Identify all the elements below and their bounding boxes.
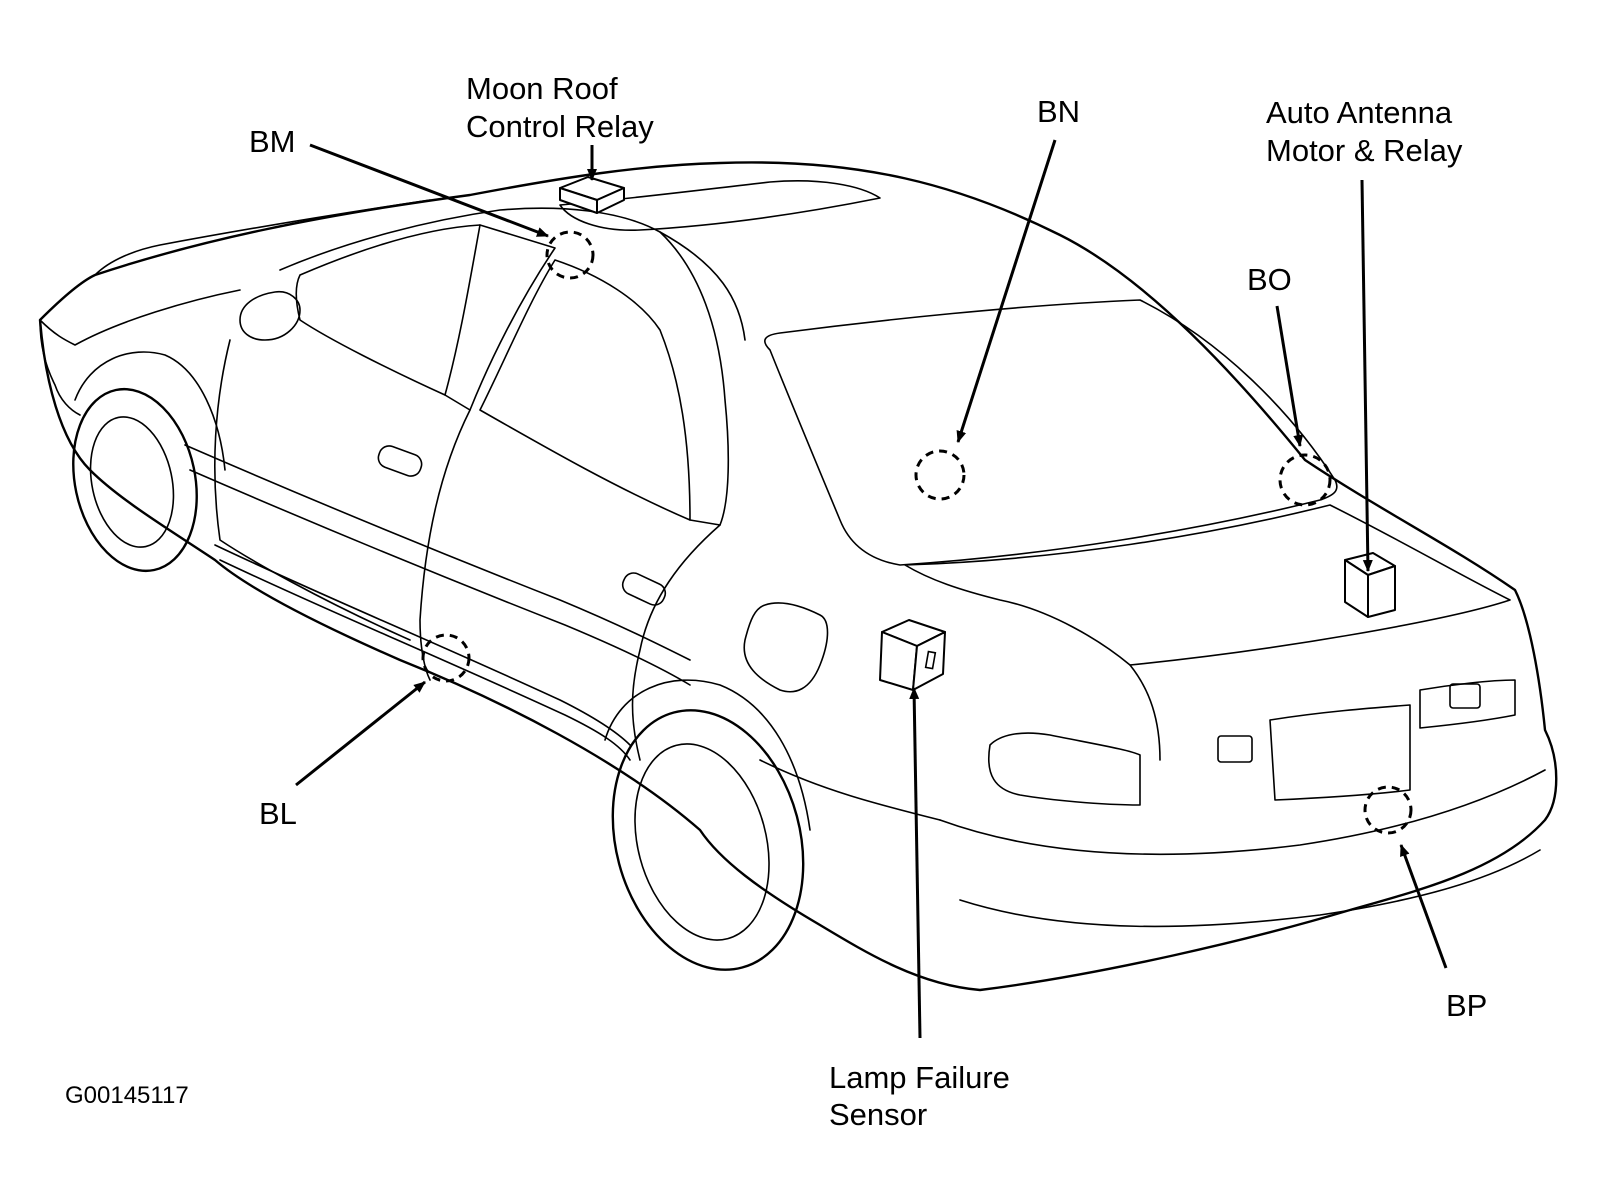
sunroof	[559, 180, 881, 231]
hood-crease	[94, 199, 431, 276]
rear-tire	[611, 709, 805, 971]
callout-lamp-line2: Sensor	[829, 1097, 927, 1132]
right-reflector	[1449, 683, 1481, 709]
location-circle-bl	[421, 633, 471, 683]
left-tail-lamp	[988, 732, 1141, 806]
figure-id: G00145117	[65, 1082, 189, 1109]
callout-bn: BN	[1037, 94, 1080, 129]
rear-bumper	[939, 769, 1546, 855]
location-markers	[421, 230, 1413, 835]
right-tail-lamp	[1419, 679, 1516, 729]
callout-bm: BM	[249, 124, 296, 159]
callout-bo: BO	[1247, 262, 1292, 297]
arrow-lamp	[909, 687, 922, 1039]
rear-door-edge	[631, 524, 721, 761]
front-wheel-arch	[74, 351, 226, 471]
antenna-motor-relay-box	[1344, 552, 1396, 618]
left-reflector	[1217, 735, 1253, 763]
rear-window	[764, 299, 1338, 566]
side-moulding-lower	[189, 469, 691, 686]
side-mirror	[239, 290, 301, 341]
trunk-crease	[1129, 664, 1161, 761]
door-gap	[419, 409, 471, 681]
front-door-edge	[214, 339, 411, 641]
rear-wheel-arch	[604, 679, 811, 831]
arrow-bo	[1275, 305, 1304, 447]
front-bumper	[39, 319, 81, 416]
rocker-panel	[214, 544, 631, 746]
rear-door-handle	[621, 572, 667, 606]
car-body-outline	[38, 161, 1558, 992]
lamp-failure-sensor-box	[879, 619, 946, 691]
front-window	[295, 224, 481, 396]
location-circle-bn	[914, 449, 966, 501]
a-pillar	[444, 224, 556, 411]
callout-antenna-line2: Motor & Relay	[1266, 133, 1463, 168]
car-illustration	[38, 161, 1558, 992]
arrow-bp	[1399, 844, 1448, 969]
callout-moon-roof-line1: Moon Roof	[466, 71, 618, 106]
callout-bl: BL	[259, 796, 297, 831]
license-plate-recess	[1269, 704, 1411, 801]
arrow-bm	[309, 143, 549, 238]
arrow-bn	[956, 139, 1057, 443]
front-door-handle	[377, 445, 423, 477]
front-wheel-rim	[89, 416, 175, 548]
fuel-door	[743, 602, 829, 693]
side-moulding-upper	[184, 444, 691, 661]
location-circle-bm	[545, 230, 595, 280]
c-pillar	[659, 231, 730, 526]
moon-roof-relay-box	[559, 176, 625, 214]
rear-bumper-lower	[959, 849, 1541, 928]
trunk-lid	[904, 504, 1511, 666]
rear-door-window	[479, 259, 691, 521]
roof-line	[279, 207, 746, 341]
arrow-antenna	[1360, 179, 1373, 572]
hood-line	[39, 289, 241, 346]
front-tire	[72, 387, 198, 573]
location-circle-bo	[1278, 453, 1332, 507]
callout-lamp-line1: Lamp Failure	[829, 1060, 1010, 1095]
location-circle-bp	[1363, 785, 1413, 835]
callout-moon-roof-line2: Control Relay	[466, 109, 654, 144]
rear-wheel-rim	[634, 743, 770, 941]
leader-arrows	[295, 139, 1448, 1039]
arrow-bl	[295, 680, 426, 787]
callout-bp: BP	[1446, 988, 1487, 1023]
rocker-panel-lower	[219, 559, 631, 761]
callout-labels: BM Moon Roof Control Relay BN BO Auto An…	[65, 71, 1487, 1132]
callout-antenna-line1: Auto Antenna	[1266, 95, 1453, 130]
quarter-panel-line	[759, 759, 941, 821]
